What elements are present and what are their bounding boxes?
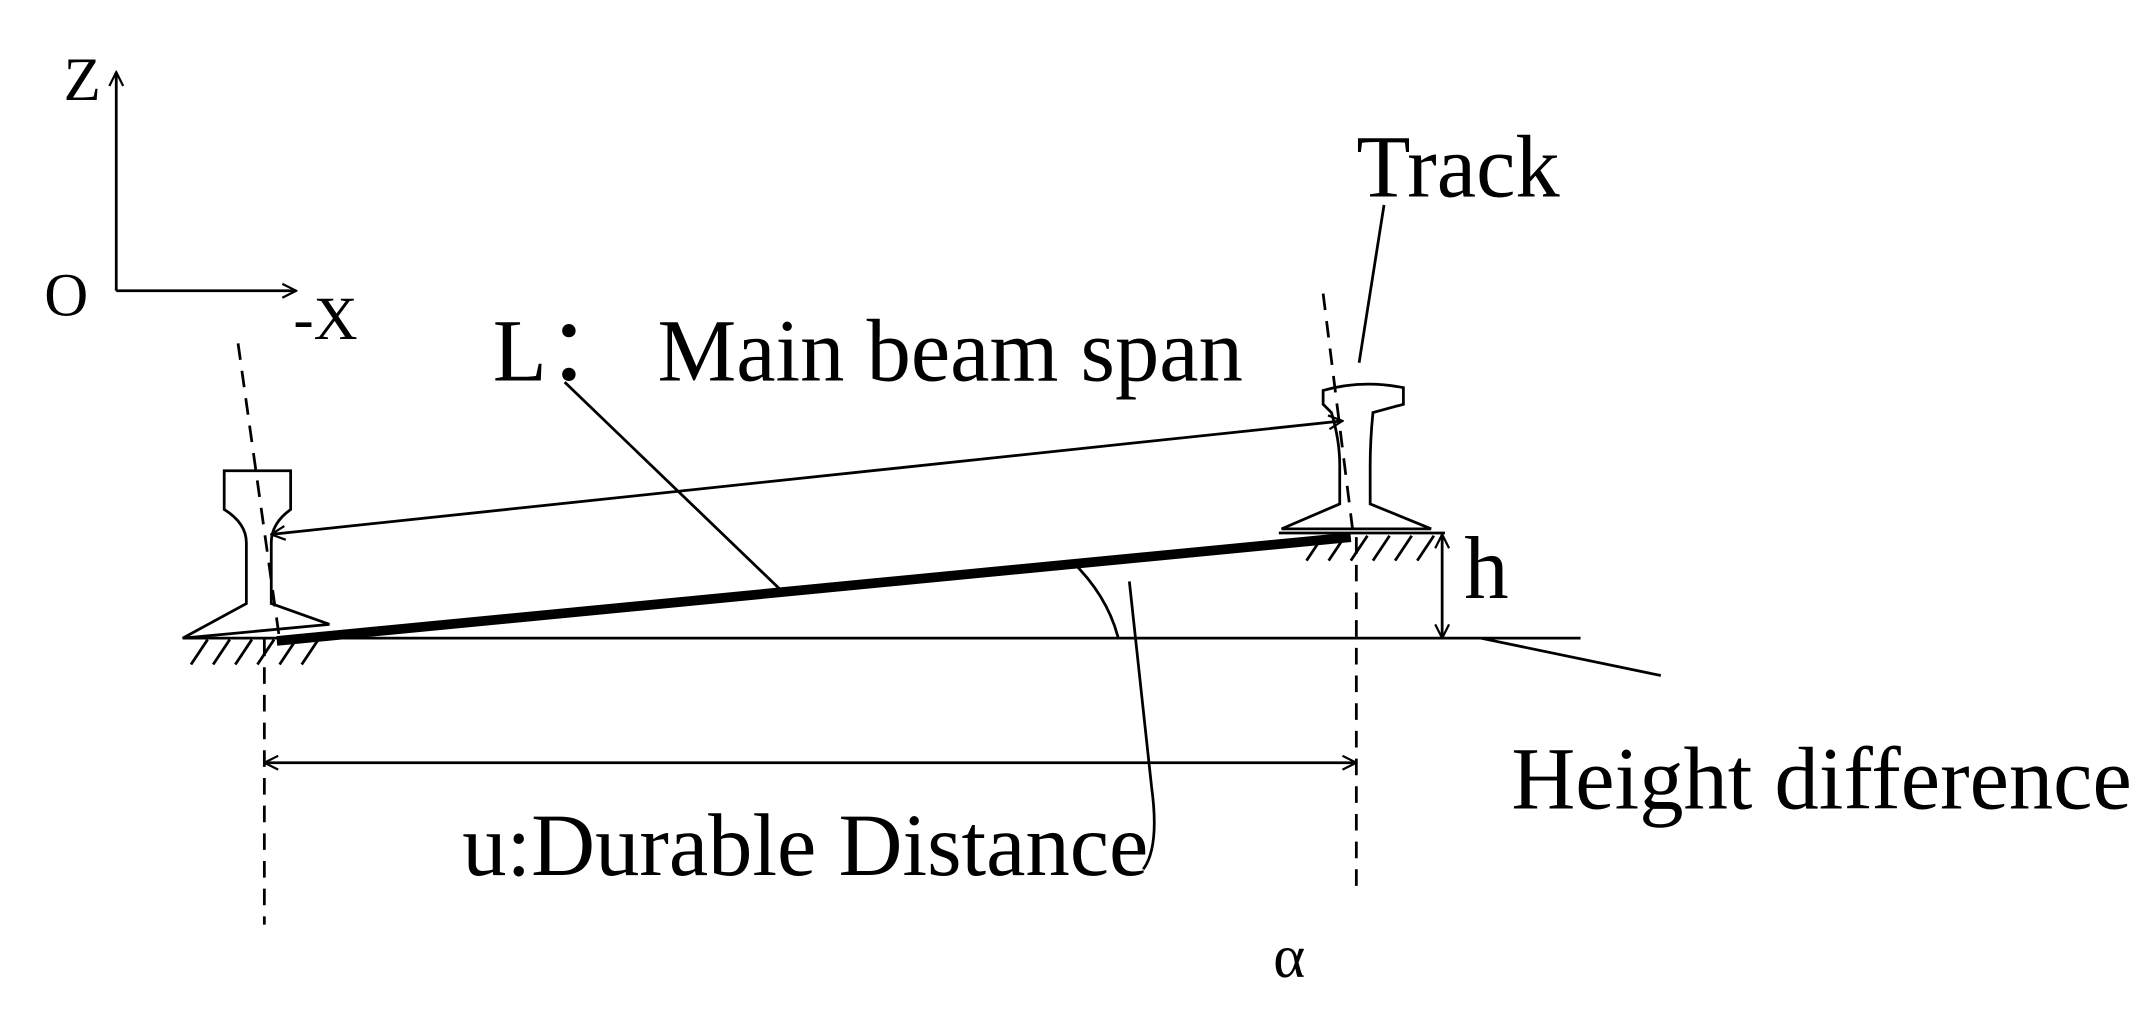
x-axis-label: -X [293, 286, 357, 353]
left-rail-centerline [236, 343, 281, 640]
height-difference-leader-line [1480, 636, 1662, 677]
right-rail [1278, 382, 1445, 562]
h-label: h [1464, 520, 1508, 618]
alpha-label: α [1273, 924, 1305, 991]
origin-label: O [44, 263, 88, 330]
main-beam-label: L： Main beam span [493, 303, 1243, 401]
coordinate-axes: Z O -X [44, 47, 357, 353]
z-axis-label: Z [64, 47, 101, 114]
height-difference-label: Height difference [1511, 730, 2131, 828]
track-leader-line [1357, 204, 1386, 363]
right-rail-profile [1281, 382, 1432, 531]
track-label: Track [1356, 119, 1560, 217]
rail-connection-arrow [271, 421, 1342, 534]
main-beam-leader-line [563, 381, 785, 594]
alpha-angle-arc [1070, 559, 1120, 639]
left-rail-profile [182, 469, 330, 640]
main-beam [276, 532, 1352, 646]
durable-distance-label: u:Durable Distance [462, 797, 1148, 895]
alpha-leader-line [1127, 581, 1156, 871]
dashed-guides [236, 293, 1358, 925]
right-rail-centerline [1321, 293, 1355, 538]
left-ground-hatch [189, 638, 320, 666]
